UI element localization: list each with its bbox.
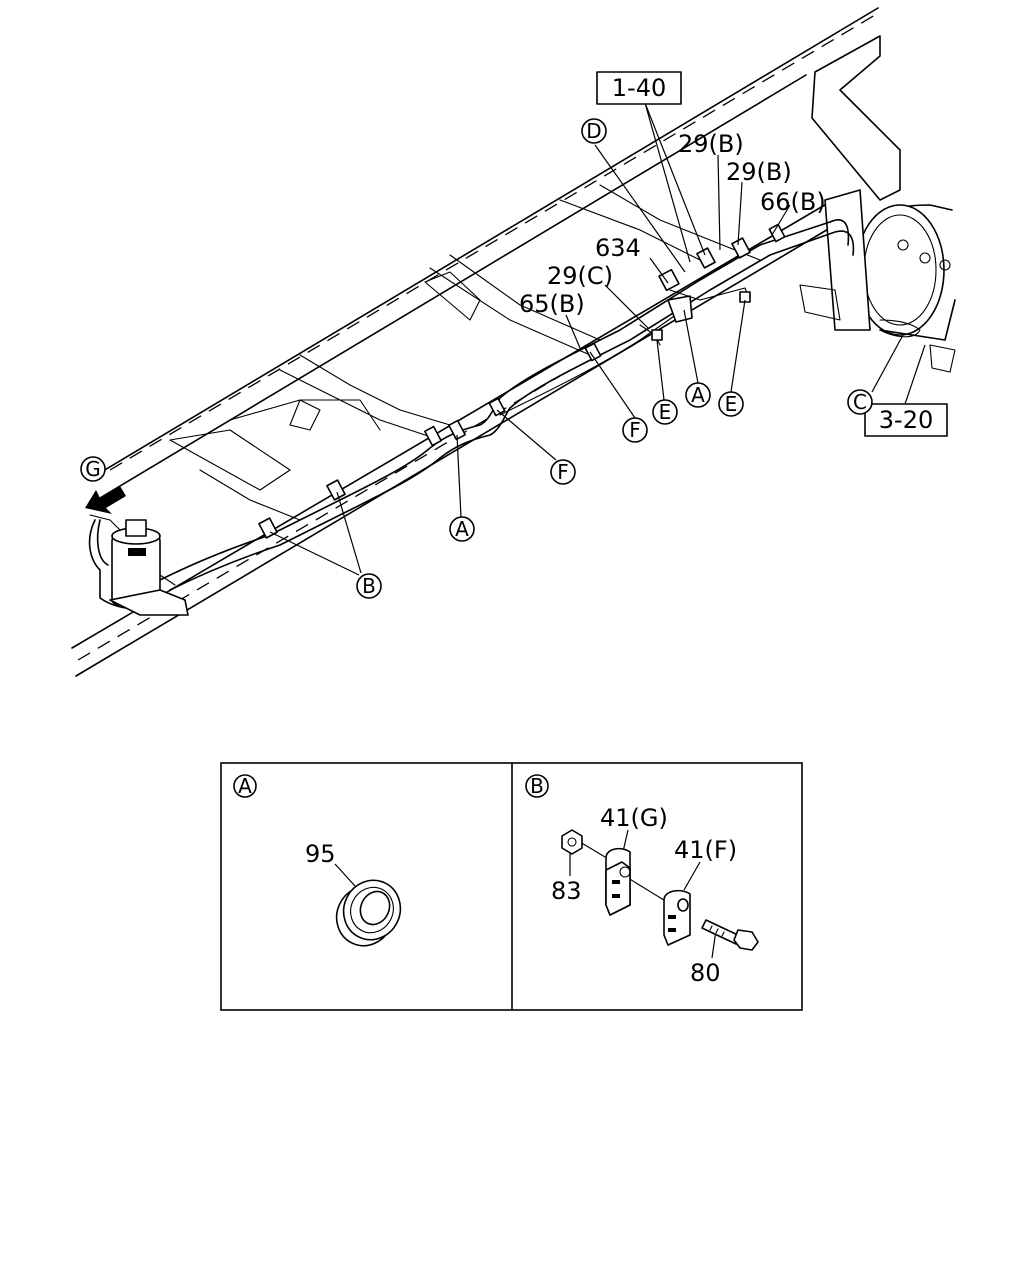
ref-box-1-40: 1-40 (596, 71, 682, 105)
detail-b: B 41(G) 41(F) 83 80 (525, 774, 759, 987)
ref-box-3-20: 3-20 (864, 403, 948, 437)
detail-b-part-41g: 41(G) (600, 804, 668, 832)
callout-66b: 66(B) (760, 188, 826, 216)
detail-a-part-95: 95 (305, 840, 336, 868)
circle-d: D (581, 118, 607, 144)
svg-text:A: A (455, 517, 469, 541)
circle-e-right: E (718, 391, 744, 417)
ref-box-3-20-text: 3-20 (879, 406, 933, 434)
detail-panels (220, 762, 803, 1011)
svg-text:D: D (586, 119, 601, 143)
fuel-filter-assembly (88, 514, 189, 616)
grommet-95 (335, 879, 402, 947)
circle-f-upper: F (622, 417, 648, 443)
callout-29c: 29(C) (547, 262, 613, 290)
ref-box-1-40-text: 1-40 (612, 74, 666, 102)
clamp-41g (605, 847, 631, 916)
svg-text:A: A (691, 383, 705, 407)
leader-lines (269, 102, 926, 576)
callout-29b-lower: 29(B) (726, 158, 792, 186)
svg-text:F: F (557, 460, 569, 484)
circle-e-lower: E (652, 399, 678, 425)
line-clamps (258, 223, 786, 539)
fuel-tank (799, 189, 956, 373)
svg-text:B: B (530, 774, 544, 798)
circle-a-lower: A (449, 516, 475, 542)
callout-29b-upper: 29(B) (678, 130, 744, 158)
callout-65b: 65(B) (519, 290, 585, 318)
circled-letters: D G C A E E F F (80, 118, 873, 599)
view-arrow-g (85, 486, 126, 514)
svg-text:A: A (238, 774, 252, 798)
svg-text:F: F (629, 418, 641, 442)
detail-a-tag: A (233, 774, 257, 798)
circle-f-lower: F (550, 459, 576, 485)
circle-g: G (80, 456, 106, 482)
svg-text:E: E (659, 400, 672, 424)
chassis-frame (71, 7, 901, 677)
svg-text:C: C (853, 390, 867, 414)
detail-a: A 95 (233, 774, 402, 947)
detail-b-part-41f: 41(F) (674, 836, 737, 864)
svg-text:G: G (85, 457, 101, 481)
bolt-80 (701, 919, 759, 951)
svg-text:E: E (725, 392, 738, 416)
circle-b: B (356, 573, 382, 599)
circle-c: C (847, 389, 873, 415)
detail-b-part-83: 83 (551, 877, 582, 905)
callout-labels: 29(B) 29(B) 66(B) 634 29(C) 65(B) (519, 130, 826, 318)
svg-text:B: B (362, 574, 376, 598)
nut-83 (561, 829, 583, 855)
circle-a-upper: A (685, 382, 711, 408)
detail-b-tag: B (525, 774, 549, 798)
clamp-41f (663, 889, 691, 946)
detail-b-part-80: 80 (690, 959, 721, 987)
callout-634: 634 (595, 234, 641, 262)
